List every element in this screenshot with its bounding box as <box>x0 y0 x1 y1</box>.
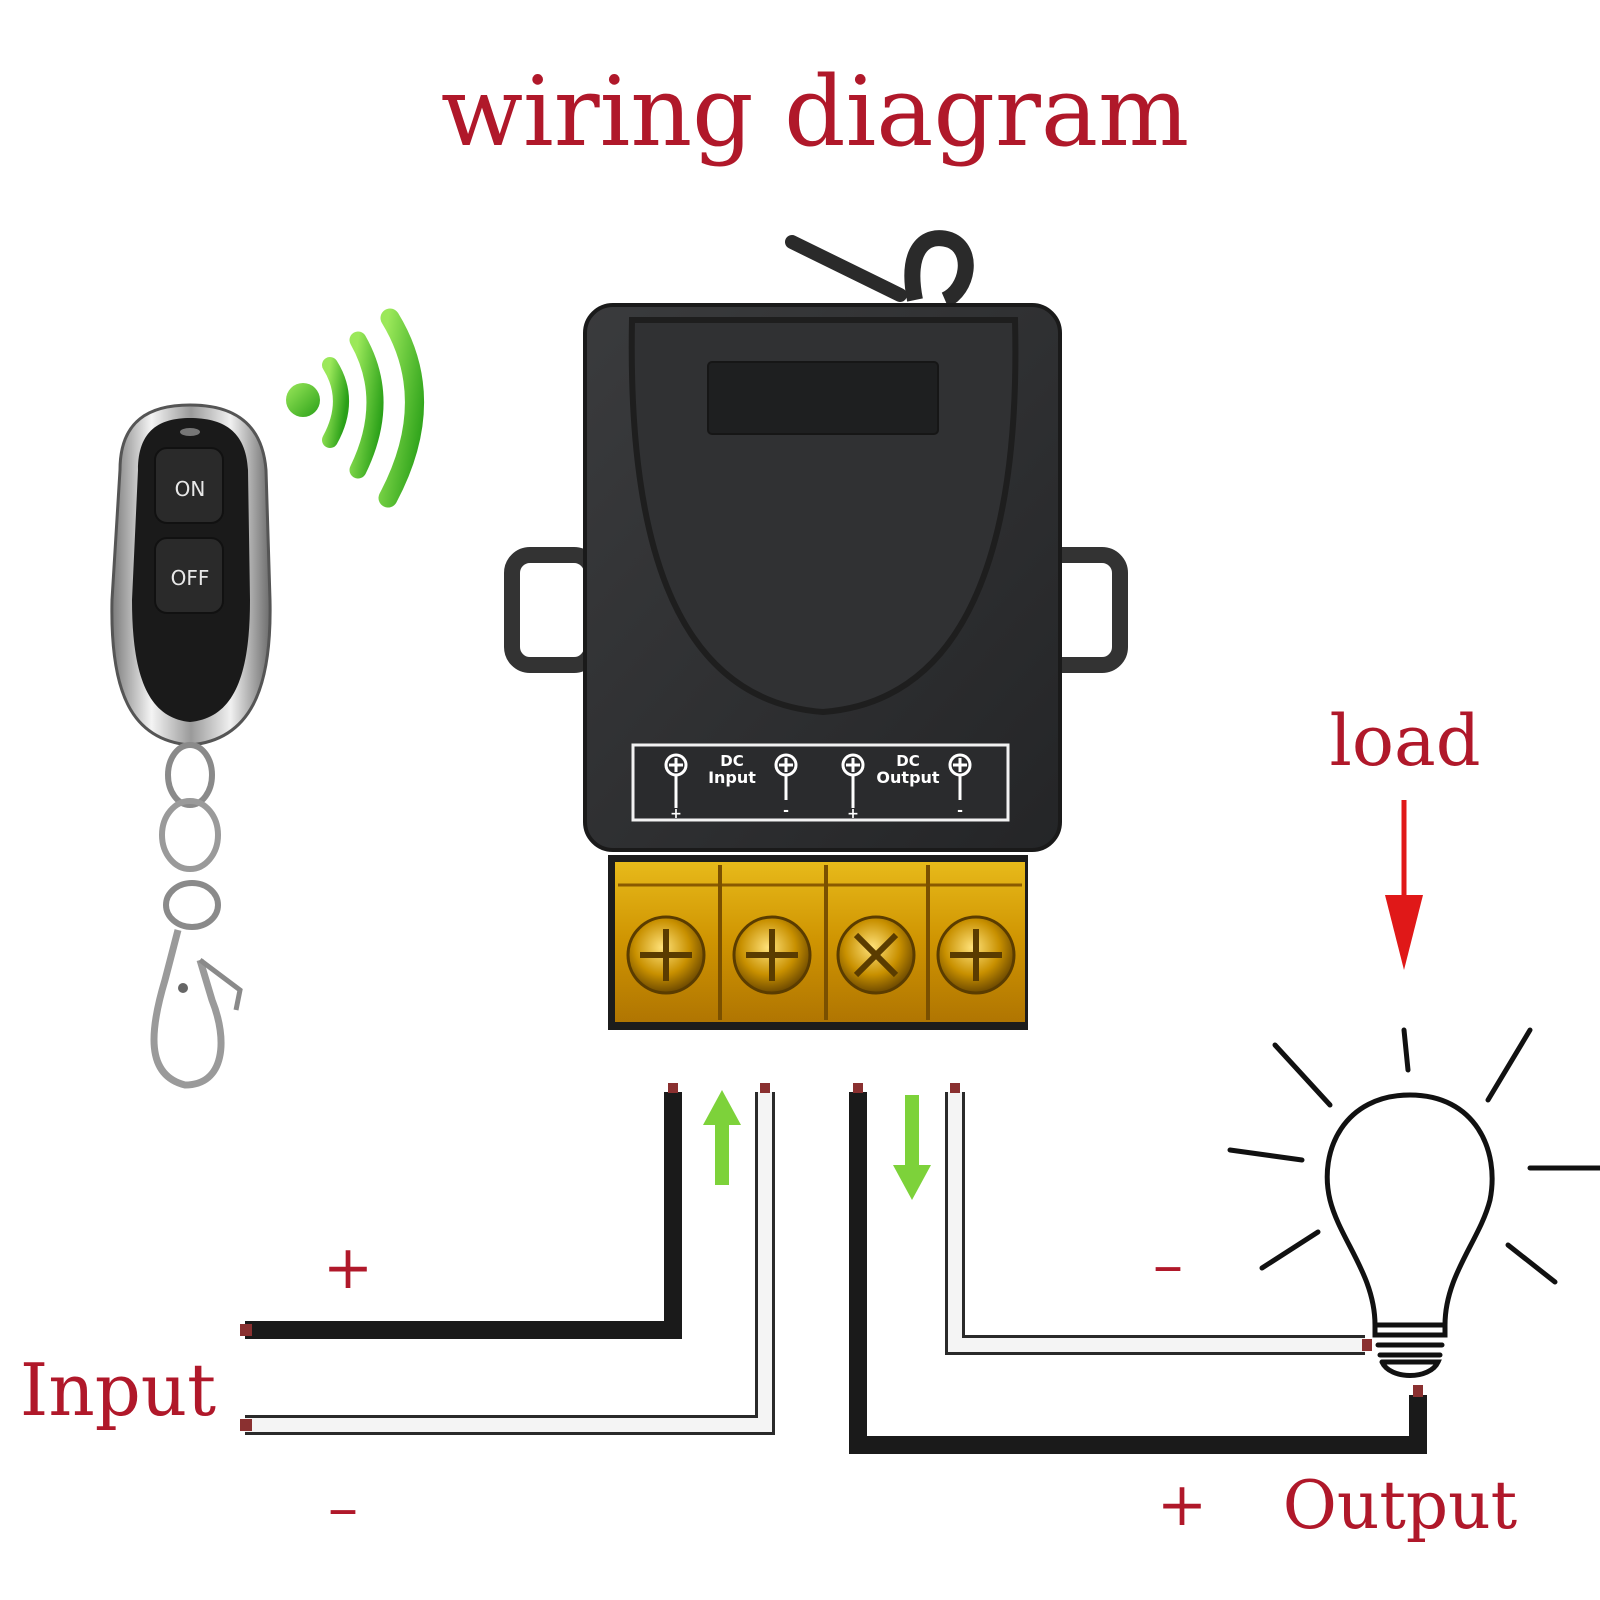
light-bulb-icon <box>1227 1027 1600 1378</box>
terminal-label-panel <box>631 743 1010 822</box>
output-down-arrow-icon <box>893 1095 931 1200</box>
remote-on-label: ON <box>175 477 206 501</box>
input-negative-wire <box>245 1092 772 1432</box>
output-label: Output <box>1283 1467 1517 1544</box>
remote-off-label: OFF <box>171 566 210 590</box>
diagram-title: wiring diagram <box>441 56 1189 168</box>
load-arrow-icon <box>1385 800 1423 970</box>
dc-output-label: Output <box>876 768 939 787</box>
label-window <box>707 361 939 435</box>
input-up-arrow-icon <box>703 1090 741 1185</box>
terminal-sign-4: - <box>957 803 963 819</box>
terminal-sign-2: - <box>783 803 789 819</box>
terminal-screws <box>626 915 1016 995</box>
wireless-signal-icon <box>286 308 424 508</box>
dc-output-label-top: DC <box>896 752 919 770</box>
antenna <box>785 235 907 302</box>
dc-input-label: Input <box>708 768 756 787</box>
remote-off-button <box>154 537 224 614</box>
remote-icon: ON OFF <box>110 403 272 1089</box>
output-negative-wire <box>948 1092 1365 1352</box>
input-plus-sign: + <box>323 1233 373 1303</box>
input-label: Input <box>20 1348 216 1432</box>
terminal-sign-3: + <box>847 806 859 822</box>
input-minus-sign: – <box>328 1473 358 1543</box>
load-label: load <box>1329 700 1480 782</box>
output-plus-sign: + <box>1157 1470 1207 1540</box>
dc-input-label-top: DC <box>720 752 743 770</box>
input-positive-wire <box>245 1092 682 1339</box>
output-positive-wire <box>849 1092 1427 1454</box>
relay-module: + - + - DC Input DC Output <box>504 230 1128 1030</box>
terminal-sign-1: + <box>670 806 682 822</box>
output-wires <box>849 1083 1427 1454</box>
remote-on-button <box>154 447 224 524</box>
input-wires <box>240 1083 775 1435</box>
mounting-tab-left <box>504 547 600 673</box>
output-minus-sign: – <box>1153 1230 1183 1300</box>
